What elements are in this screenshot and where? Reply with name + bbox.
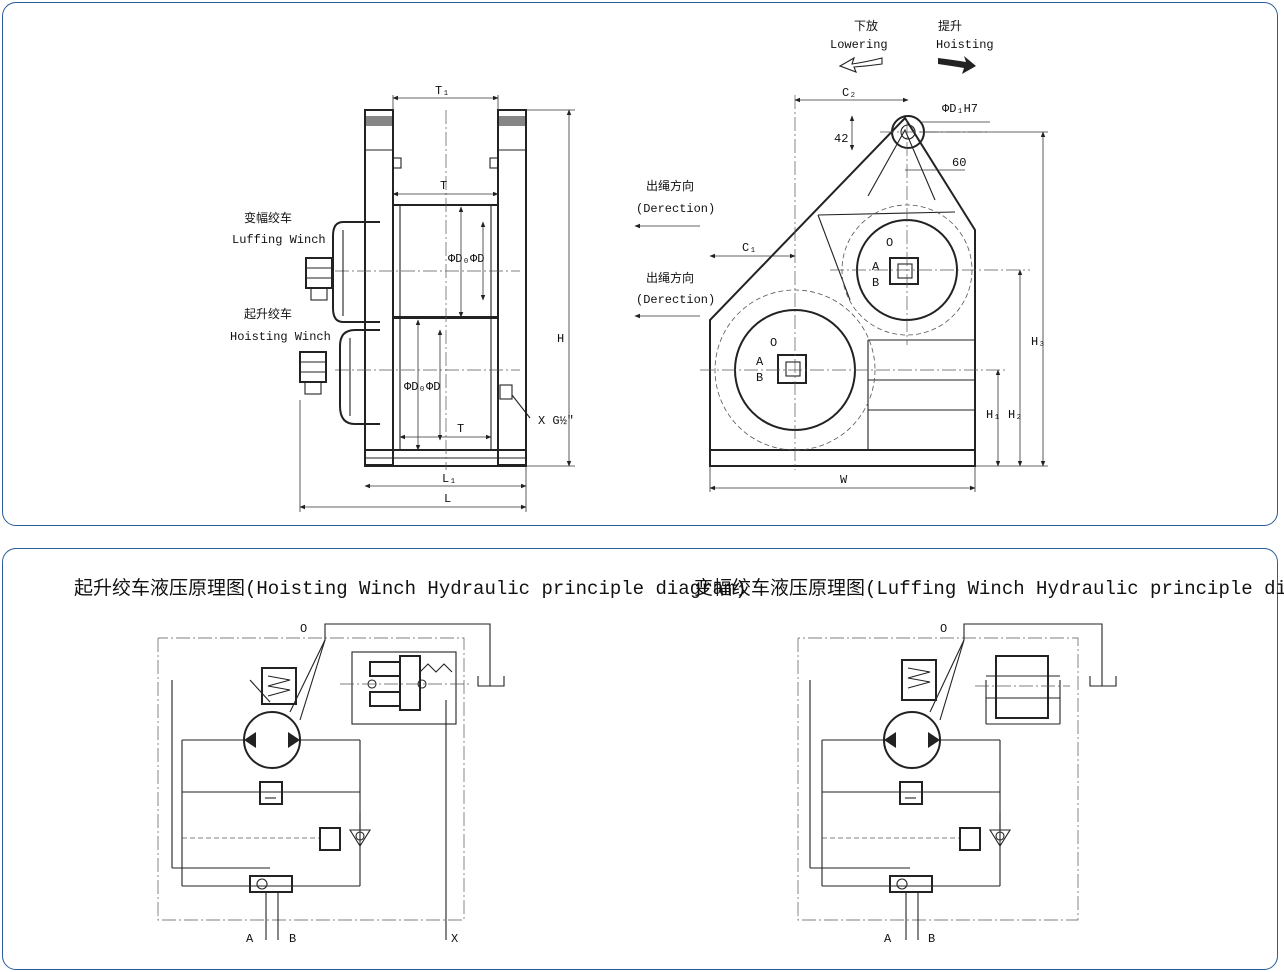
luffing-port-b: B — [928, 932, 935, 946]
hoisting-arrow-icon — [938, 56, 976, 74]
luffing-winch-en: Luffing Winch — [232, 233, 326, 247]
luffing-diagram-title: 变幅绞车液压原理图(Luffing Winch Hydraulic princi… — [694, 577, 1284, 600]
bottom-panel — [2, 548, 1278, 970]
dim-h3: H₃ — [1031, 335, 1045, 349]
rope-direction-bottom-en: (Derection) — [636, 293, 715, 307]
port-a-top: A — [872, 260, 880, 274]
side-view: O A B O A B C₂ ΦD₁H7 42 60 C₁ W — [634, 18, 1048, 492]
hoisting-port-x: X — [451, 932, 458, 946]
hoisting-cn: 提升 — [938, 18, 962, 34]
port-a-bottom: A — [756, 355, 764, 369]
dim-d0-top: ΦD₀ — [448, 252, 470, 266]
luffing-hydraulic-diagram: 变幅绞车液压原理图(Luffing Winch Hydraulic princi… — [694, 577, 1284, 946]
hoisting-port-b: B — [289, 932, 296, 946]
hoisting-hydraulic-diagram: 起升绞车液压原理图(Hoisting Winch Hydraulic princ… — [74, 577, 747, 946]
dim-port-x: X G½" — [538, 414, 574, 428]
dim-h1: H₁ — [986, 408, 1000, 422]
dim-l: L — [444, 492, 451, 506]
hoisting-diagram-title: 起升绞车液压原理图(Hoisting Winch Hydraulic princ… — [74, 577, 747, 600]
top-panel — [2, 2, 1278, 526]
dim-d1: ΦD₁H7 — [942, 102, 978, 116]
dim-t-top: T — [440, 179, 447, 193]
dim-c2: C₂ — [842, 86, 856, 100]
dim-t-bottom: T — [457, 422, 464, 436]
luffing-port-o: O — [940, 622, 947, 636]
luffing-port-a: A — [884, 932, 892, 946]
hoisting-port-a: A — [246, 932, 254, 946]
hoisting-winch-en: Hoisting Winch — [230, 330, 331, 344]
luffing-winch-cn: 变幅绞车 — [244, 210, 292, 226]
dim-w: W — [840, 473, 848, 487]
dim-d-top: ΦD — [470, 252, 484, 266]
port-b-top: B — [872, 276, 879, 290]
hoisting-en: Hoisting — [936, 38, 994, 52]
rope-direction-top-cn: 出绳方向 — [646, 178, 694, 194]
rope-direction-top-en: (Derection) — [636, 202, 715, 216]
hoisting-port-o: O — [300, 622, 307, 636]
port-o-top: O — [886, 236, 893, 250]
dim-60: 60 — [952, 156, 966, 170]
dim-h: H — [557, 332, 564, 346]
dim-t1: T₁ — [435, 84, 449, 98]
port-o-bottom: O — [770, 336, 777, 350]
dim-d-bottom: ΦD — [426, 380, 440, 394]
lowering-en: Lowering — [830, 38, 888, 52]
dim-c1: C₁ — [742, 241, 756, 255]
dim-l1: L₁ — [442, 472, 456, 486]
dim-h2: H₂ — [1008, 408, 1022, 422]
port-b-bottom: B — [756, 371, 763, 385]
lowering-cn: 下放 — [854, 18, 878, 34]
lowering-arrow-icon — [838, 56, 883, 73]
hoisting-winch-cn: 起升绞车 — [244, 306, 292, 322]
front-view: T₁ T T L₁ L H ΦD₀ ΦD ΦD₀ ΦD X G½" 变幅绞车 L… — [230, 84, 575, 512]
dim-d0-bottom: ΦD₀ — [404, 380, 426, 394]
rope-direction-bottom-cn: 出绳方向 — [646, 270, 694, 286]
dim-42: 42 — [834, 132, 848, 146]
